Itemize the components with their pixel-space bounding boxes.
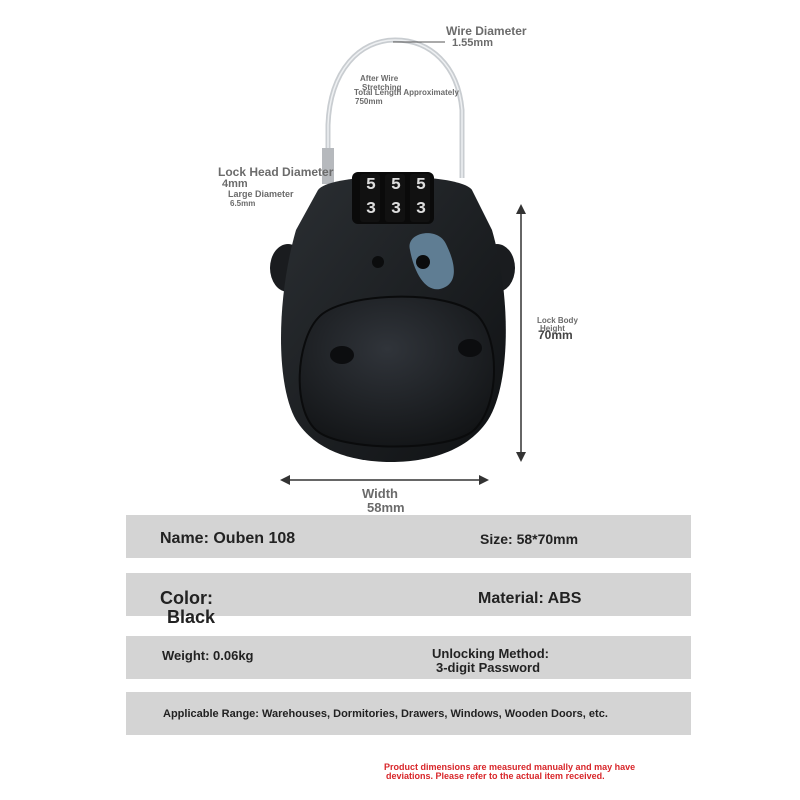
spec-material: Material: ABS (478, 590, 582, 607)
lock-face (298, 295, 495, 448)
dial-digit-top-2: 5 (390, 176, 402, 195)
lock-head-title: Lock Head Diameter (218, 165, 334, 179)
wire-diameter-title: Wire Diameter (446, 24, 527, 38)
disclaimer-line2: deviations. Please refer to the actual i… (386, 771, 605, 781)
total-length-label: Total Length Approximately (354, 88, 459, 97)
after-wire-line1: After Wire (360, 74, 399, 83)
lock-illustration (270, 37, 526, 485)
body-height-line2: Height (540, 324, 565, 333)
total-length-value: 750mm (355, 97, 383, 106)
spec-row-weight-unlock (126, 636, 691, 679)
body-height-value: 70mm (538, 328, 573, 342)
spec-color-label: Color: (160, 588, 213, 608)
spec-unlock-label: Unlocking Method: (432, 646, 549, 661)
wire-diameter-value: 1.55mm (452, 37, 493, 49)
after-wire-line2: Stretching (362, 83, 402, 92)
spec-name: Name: Ouben 108 (160, 530, 296, 547)
spec-color-value: Black (167, 607, 216, 627)
spec-size: Size: 58*70mm (480, 531, 579, 547)
dial-digit-top-3: 5 (415, 176, 427, 195)
width-value: 58mm (367, 500, 405, 515)
large-diameter-label: Large Diameter (228, 189, 294, 199)
dial-digit-bottom-1: 3 (365, 200, 377, 219)
width-label: Width (362, 486, 398, 501)
body-height-line1: Lock Body (537, 316, 578, 325)
dial-digit-bottom-3: 3 (415, 200, 427, 219)
lock-head-value: 4mm (222, 178, 248, 190)
disclaimer-line1: Product dimensions are measured manually… (384, 762, 636, 772)
spec-row-color-material (126, 573, 691, 616)
spec-row-range (126, 692, 691, 735)
dial-digit-top-1: 5 (365, 176, 377, 195)
spec-row-name-size (126, 515, 691, 558)
blue-patch (409, 233, 454, 290)
large-diameter-value: 6.5mm (230, 199, 256, 208)
spec-range: Applicable Range: Warehouses, Dormitorie… (163, 708, 608, 720)
spec-weight: Weight: 0.06kg (162, 648, 254, 663)
spec-unlock-value: 3-digit Password (436, 660, 541, 675)
dial-digit-bottom-2: 3 (390, 200, 402, 219)
